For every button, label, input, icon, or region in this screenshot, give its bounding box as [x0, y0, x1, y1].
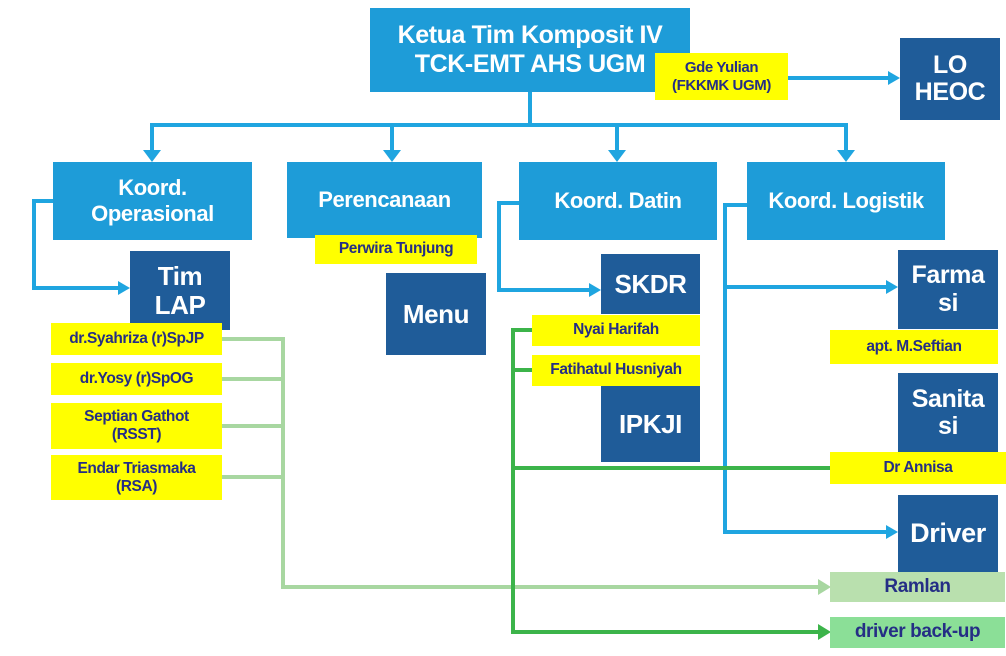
node-op-member-1: dr.Syahriza (r)SpJP	[51, 323, 222, 355]
connector-op-member1-stub	[222, 337, 285, 341]
arrowhead-ramlan	[818, 579, 831, 595]
node-lo-heoc: LO HEOC	[900, 38, 1000, 120]
connector-to-skdr	[497, 288, 589, 292]
node-koord-datin: Koord. Datin	[519, 162, 717, 240]
node-op-member-3-line1: Septian Gathot	[84, 408, 189, 426]
node-driver-backup-label: driver back-up	[854, 621, 981, 643]
connector-op-members-rail	[281, 337, 285, 589]
arrowhead-backup	[818, 624, 831, 640]
connector-to-backup	[511, 630, 818, 634]
arrowhead-perencanaan	[383, 150, 401, 162]
node-koord-logistik: Koord. Logistik	[747, 162, 945, 240]
node-koord-logistik-label: Koord. Logistik	[768, 188, 924, 214]
node-op-member-2: dr.Yosy (r)SpOG	[51, 363, 222, 395]
node-driver-label: Driver	[910, 518, 986, 549]
connector-level2-rail	[150, 123, 848, 127]
connector-op-member4-stub	[222, 475, 285, 479]
connector-nyai-stub	[511, 328, 532, 332]
arrowhead-loheoc	[888, 71, 900, 85]
connector-fatihatul-stub	[511, 368, 532, 372]
node-perwira-tunjung: Perwira Tunjung	[315, 235, 477, 264]
node-lo-heoc-line1: LO	[933, 50, 967, 79]
node-koord-datin-label: Koord. Datin	[554, 188, 682, 214]
connector-op-member2-stub	[222, 377, 285, 381]
node-koord-operasional: Koord. Operasional	[53, 162, 252, 240]
node-driver: Driver	[898, 495, 998, 573]
node-gde-yulian-line2: (FKKMK UGM)	[672, 76, 771, 94]
node-op-member-4: Endar Triasmaka (RSA)	[51, 455, 222, 500]
node-skdr-label: SKDR	[614, 268, 687, 299]
node-ketua-tim-line1: Ketua Tim Komposit IV	[397, 20, 663, 49]
node-perencanaan-label: Perencanaan	[318, 187, 451, 213]
connector-to-ramlan	[281, 585, 818, 589]
connector-to-datin	[615, 123, 619, 152]
arrowhead-timlap	[118, 281, 130, 295]
node-gde-yulian: Gde Yulian (FKKMK UGM)	[655, 53, 788, 100]
node-farmasi-line2: si	[937, 288, 959, 317]
node-gde-yulian-line1: Gde Yulian	[684, 59, 759, 77]
connector-operasional-elbow-v	[32, 199, 36, 290]
node-dr-annisa: Dr Annisa	[830, 452, 1006, 484]
node-dr-annisa-label: Dr Annisa	[883, 458, 953, 476]
node-ketua-tim-line2: TCK-EMT AHS UGM	[414, 50, 646, 78]
node-menu: Menu	[386, 273, 486, 355]
node-nyai-harifah-label: Nyai Harifah	[573, 321, 659, 339]
node-koord-operasional-line2: Operasional	[91, 201, 214, 226]
connector-datin-members-rail	[511, 328, 515, 634]
node-op-member-3: Septian Gathot (RSST)	[51, 403, 222, 449]
node-tim-lap: Tim LAP	[130, 251, 230, 330]
node-ramlan-label: Ramlan	[884, 575, 951, 597]
connector-to-annisa	[511, 466, 830, 470]
node-farmasi-line1: Farma	[911, 261, 985, 289]
connector-to-logistik	[844, 123, 848, 152]
arrowhead-logistik	[837, 150, 855, 162]
node-sanitasi-line1: Sanita	[911, 384, 985, 413]
connector-to-timlap	[32, 286, 118, 290]
node-perencanaan: Perencanaan	[287, 162, 482, 238]
arrowhead-datin	[608, 150, 626, 162]
node-tim-lap-line1: Tim	[157, 260, 203, 291]
node-ketua-tim: Ketua Tim Komposit IV TCK-EMT AHS UGM	[370, 8, 690, 92]
connector-datin-elbow-v	[497, 201, 501, 292]
node-sanitasi-line2: si	[937, 412, 959, 440]
connector-to-perencanaan	[390, 123, 394, 152]
node-op-member-3-line2: (RSST)	[111, 426, 162, 443]
node-apt-seftian: apt. M.Seftian	[830, 330, 998, 364]
arrowhead-driver	[886, 525, 898, 539]
arrowhead-farmasi	[886, 280, 898, 294]
node-lo-heoc-line2: HEOC	[914, 78, 986, 106]
node-ramlan: Ramlan	[830, 572, 1005, 602]
node-perwira-tunjung-label: Perwira Tunjung	[338, 240, 454, 258]
node-ipkji-label: IPKJI	[618, 408, 683, 439]
node-tim-lap-line2: LAP	[154, 289, 206, 320]
node-op-member-4-line2: (RSA)	[115, 477, 158, 495]
connector-top-stem	[528, 92, 532, 125]
node-koord-operasional-line1: Koord.	[118, 175, 187, 201]
node-op-member-4-line1: Endar Triasmaka	[77, 459, 196, 477]
node-op-member-1-label: dr.Syahriza (r)SpJP	[69, 329, 204, 347]
node-ipkji: IPKJI	[601, 386, 700, 462]
node-fatihatul-husniyah: Fatihatul Husniyah	[532, 355, 700, 386]
node-sanitasi: Sanita si	[898, 373, 998, 453]
connector-logistik-elbow-v	[723, 203, 727, 534]
connector-logistik-elbow-h1	[723, 203, 747, 207]
connector-to-farmasi	[723, 285, 886, 289]
node-fatihatul-husniyah-label: Fatihatul Husniyah	[550, 361, 682, 379]
node-farmasi: Farma si	[898, 250, 998, 329]
connector-operasional-elbow-h1	[32, 199, 53, 203]
arrowhead-operasional	[143, 150, 161, 162]
connector-datin-elbow-h1	[497, 201, 519, 205]
connector-to-loheoc	[788, 76, 888, 80]
connector-to-driver	[723, 530, 886, 534]
node-apt-seftian-label: apt. M.Seftian	[866, 337, 962, 355]
arrowhead-skdr	[589, 283, 601, 297]
connector-to-operasional	[150, 123, 154, 152]
node-skdr: SKDR	[601, 254, 700, 314]
connector-op-member3-stub	[222, 424, 285, 428]
node-op-member-2-label: dr.Yosy (r)SpOG	[79, 369, 194, 387]
node-menu-label: Menu	[402, 298, 470, 329]
node-nyai-harifah: Nyai Harifah	[532, 315, 700, 346]
node-driver-backup: driver back-up	[830, 617, 1005, 648]
